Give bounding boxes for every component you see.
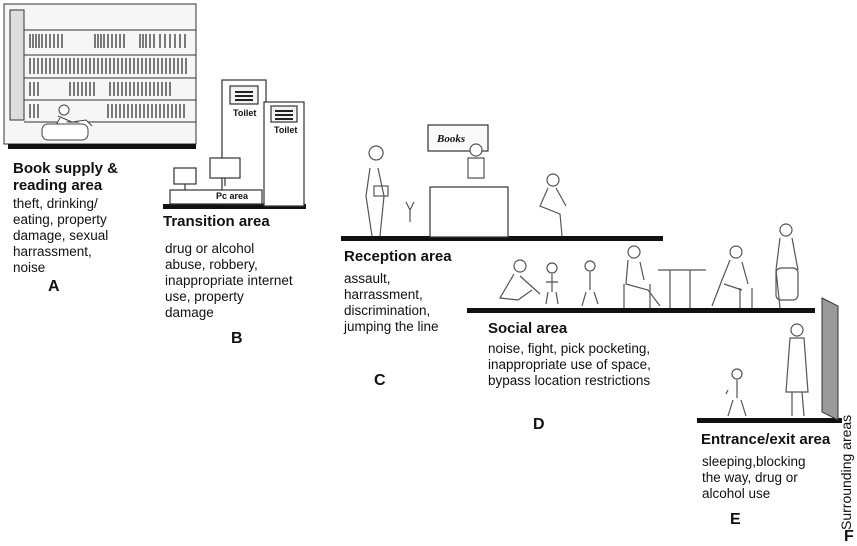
zone-a-issue-line: noise bbox=[13, 260, 46, 275]
zone-a-title-line-1: Book supply & bbox=[13, 160, 119, 177]
toilet-label-1: Toilet bbox=[233, 108, 257, 118]
zone-d-title: Social area bbox=[488, 320, 568, 337]
zone-e-issue-line: the way, drug or bbox=[702, 470, 798, 485]
zone-d-issues: noise, fight, pick pocketing, inappropri… bbox=[488, 341, 651, 389]
zone-b-issues: drug or alcohol abuse, robbery, inapprop… bbox=[165, 241, 293, 321]
zone-a-title-line-2: reading area bbox=[13, 177, 103, 194]
zone-c-issue-line: discrimination, bbox=[344, 303, 431, 318]
floor-lines bbox=[8, 144, 842, 423]
zone-a-issues: theft, drinking/ eating, property damage… bbox=[13, 196, 108, 276]
books-banner-label: Books bbox=[437, 133, 466, 145]
zone-b-issue-line: damage bbox=[165, 305, 214, 320]
zone-c-issue-line: jumping the line bbox=[344, 319, 439, 334]
reception-illustration bbox=[365, 124, 567, 238]
zone-c-title: Reception area bbox=[344, 248, 452, 265]
zone-e-issue-line: alcohol use bbox=[702, 486, 771, 501]
zone-e-issues: sleeping,blocking the way, drug or alcoh… bbox=[702, 454, 806, 502]
pc-area-illustration bbox=[169, 157, 263, 205]
zone-c-issue-line: harrassment, bbox=[344, 287, 423, 302]
toilet-label-2: Toilet bbox=[274, 125, 298, 135]
zone-b-title: Transition area bbox=[163, 213, 270, 230]
zone-a-issue-line: eating, property bbox=[13, 212, 107, 227]
pc-area-label: Pc area bbox=[216, 191, 249, 201]
zone-b-issue-line: inappropriate internet bbox=[165, 273, 293, 288]
zone-a-letter: A bbox=[48, 278, 60, 295]
surrounding-areas-label: Surrounding areas bbox=[838, 414, 854, 530]
toilet-signs bbox=[221, 79, 305, 207]
zone-d-issue-line: noise, fight, pick pocketing, bbox=[488, 341, 651, 356]
zone-e-title: Entrance/exit area bbox=[701, 431, 831, 448]
zone-d-issue-line: bypass location restrictions bbox=[488, 373, 651, 388]
zone-b-letter: B bbox=[231, 330, 243, 347]
zone-c-issue-line: assault, bbox=[344, 271, 391, 286]
zone-b-issue-line: abuse, robbery, bbox=[165, 257, 258, 272]
social-area-illustration bbox=[499, 223, 799, 309]
zone-a-issue-line: theft, drinking/ bbox=[13, 196, 98, 211]
surrounding-wall bbox=[821, 297, 839, 421]
bookshelf-illustration bbox=[3, 3, 197, 145]
zone-d-issue-line: inappropriate use of space, bbox=[488, 357, 651, 372]
zone-d-letter: D bbox=[533, 416, 545, 433]
zone-f-letter: F bbox=[844, 528, 854, 545]
zone-e-issue-line: sleeping,blocking bbox=[702, 454, 806, 469]
zone-a-issue-line: harrassment, bbox=[13, 244, 92, 259]
zone-e-letter: E bbox=[730, 511, 741, 528]
entrance-illustration bbox=[725, 323, 809, 417]
zone-c-issues: assault, harrassment, discrimination, ju… bbox=[344, 271, 439, 335]
reading-person-figure bbox=[41, 104, 93, 141]
zone-b-issue-line: drug or alcohol bbox=[165, 241, 255, 256]
zone-a-title: Book supply & reading area bbox=[13, 160, 118, 194]
zone-c-letter: C bbox=[374, 372, 386, 389]
zone-a-issue-line: damage, sexual bbox=[13, 228, 109, 243]
zone-b-issue-line: use, property bbox=[165, 289, 244, 304]
